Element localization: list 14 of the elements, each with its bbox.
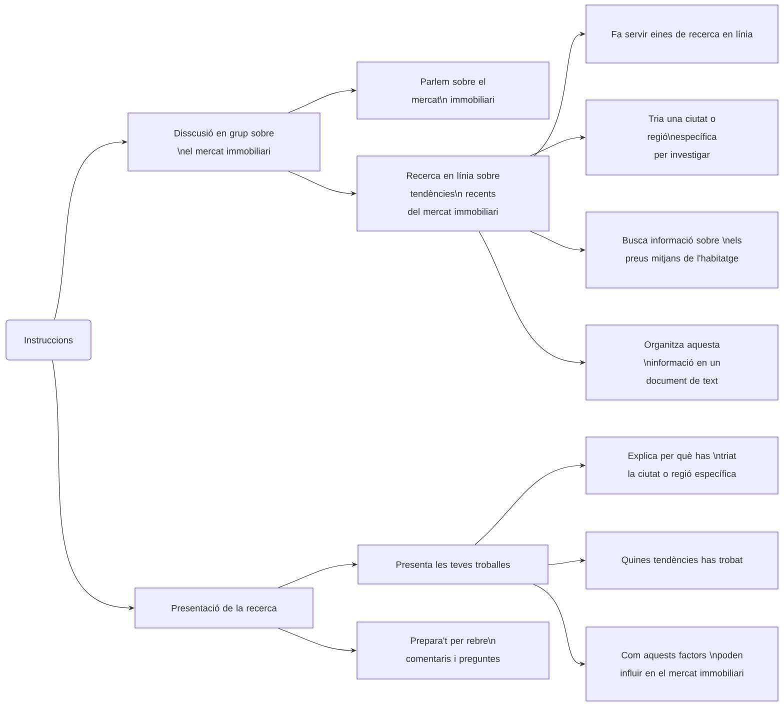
process-box: Disscusió en grup sobre \nel mercat immobiliari bbox=[128, 112, 320, 172]
process-box: Fa servir eines de recerca en línia bbox=[586, 4, 778, 64]
process-box: Explica per què has \ntriat la ciutat o regió específica bbox=[586, 436, 778, 494]
start-box: Instruccions bbox=[6, 320, 92, 360]
process-box: Quines tendències has trobat bbox=[586, 532, 778, 590]
process-box: Presentació de la recerca bbox=[134, 588, 314, 628]
process-box: Tria una ciutat o regió\nespecífica per investigar bbox=[586, 100, 778, 176]
process-box: Organitza aquesta \ninformació en un document de text bbox=[586, 324, 778, 400]
process-box: Presenta les teves troballes bbox=[358, 544, 548, 584]
process-box: Busca informació sobre \nels preus mitjans de l'habitatge bbox=[586, 212, 778, 288]
process-box: Prepara't per rebre\n comentaris i preguntes bbox=[356, 622, 550, 680]
process-box: Parlem sobre el mercat\n immobiliari bbox=[356, 62, 550, 120]
process-box: Recerca en línia sobre tendències\n recents del mercat immobiliari bbox=[356, 156, 550, 232]
process-box: Com aquests factors \npoden influir en el mercat immobiliari bbox=[586, 626, 778, 702]
